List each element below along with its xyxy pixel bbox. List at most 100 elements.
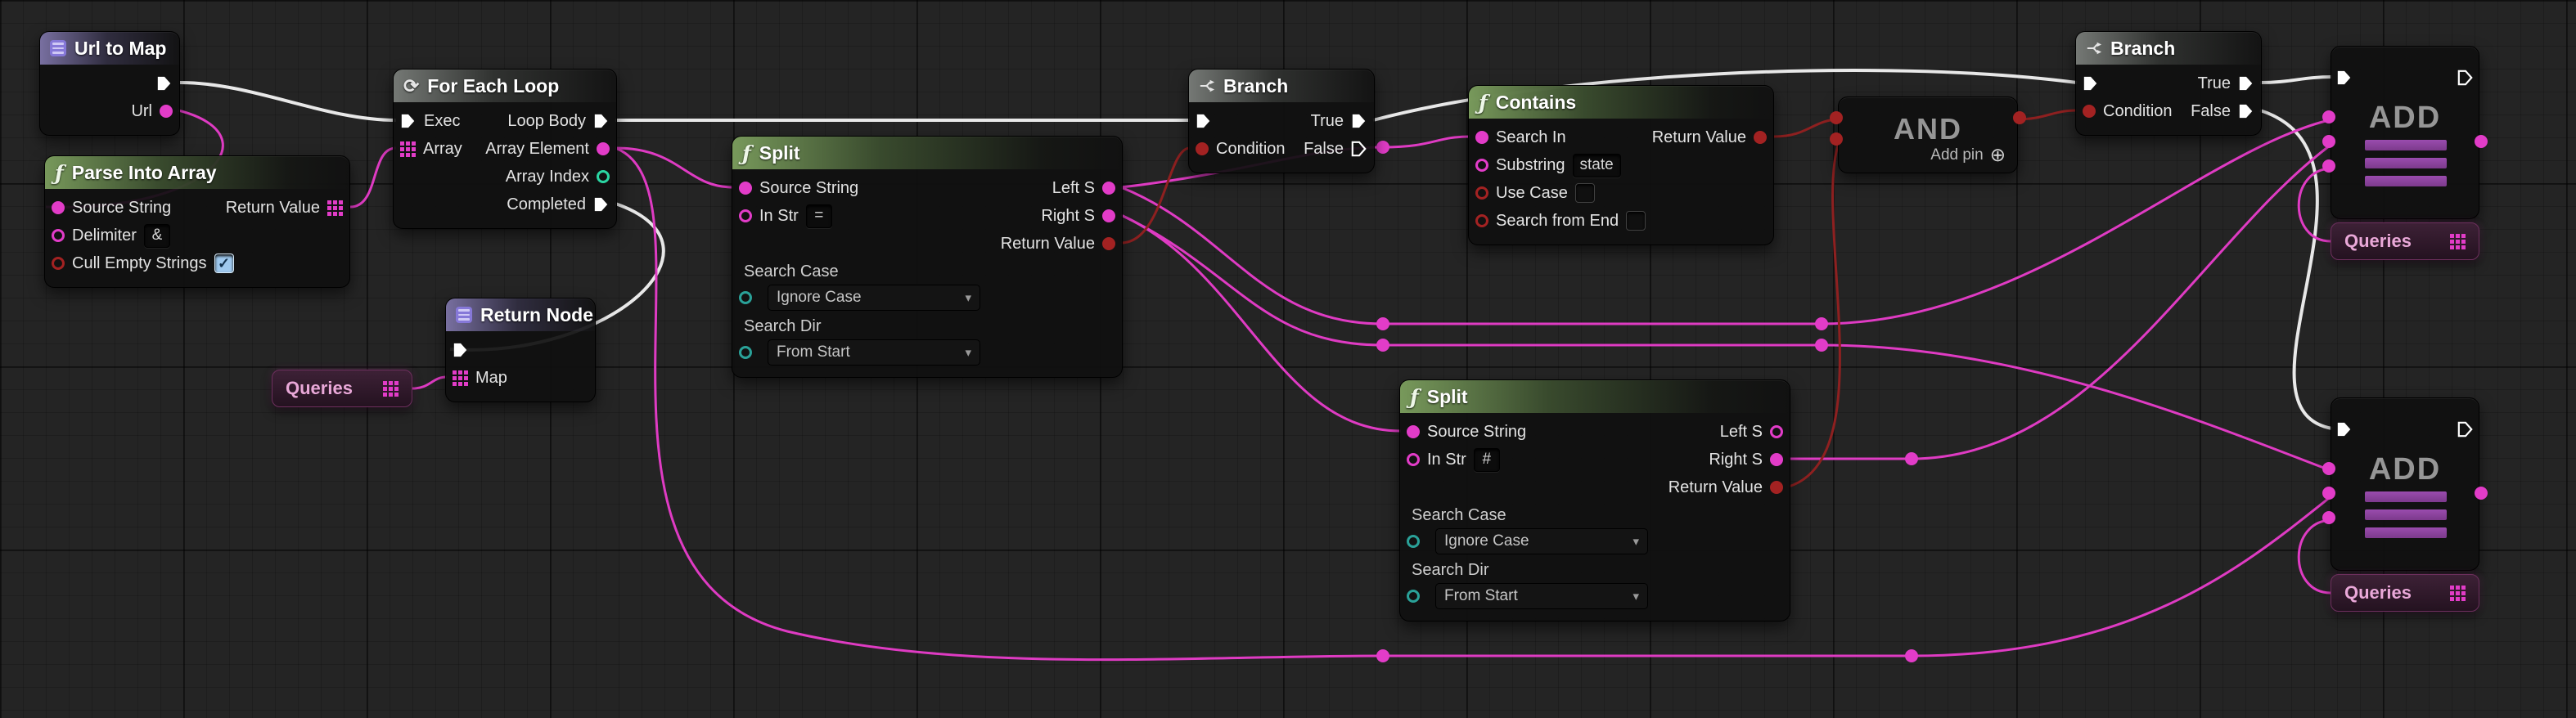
return-value-output-pin[interactable] <box>1770 481 1783 494</box>
and-output-pin[interactable] <box>2013 111 2026 124</box>
node-branch-1[interactable]: Branch True Condition False <box>1188 69 1375 173</box>
node-contains[interactable]: ƒ Contains Search In Return Value Substr… <box>1468 85 1774 245</box>
node-and[interactable]: AND Add pin ⊕ <box>1830 96 2026 173</box>
exec-in-pin[interactable] <box>400 113 417 129</box>
in-str-value-field[interactable]: # <box>1473 447 1500 472</box>
delimiter-input-pin[interactable] <box>52 229 65 242</box>
node-queries-variable[interactable]: Queries <box>272 370 412 407</box>
exec-out-pin[interactable] <box>593 113 610 129</box>
node-header[interactable]: ⟳ For Each Loop <box>394 70 616 102</box>
exec-in-pin[interactable] <box>2336 70 2353 86</box>
source-string-input-pin[interactable] <box>739 182 752 195</box>
search-case-input-pin[interactable] <box>739 291 752 304</box>
node-split-1[interactable]: ƒ Split Source String Left S In Str = Ri… <box>732 136 1123 378</box>
in-str-value-field[interactable]: = <box>805 204 832 228</box>
map-input-pin[interactable] <box>453 370 468 386</box>
true-exec-out-pin[interactable] <box>2238 75 2254 92</box>
search-dir-input-pin[interactable] <box>1407 590 1420 603</box>
return-value-output-pin[interactable] <box>1102 237 1115 250</box>
node-for-each-loop[interactable]: ⟳ For Each Loop Exec Loop Body Array Arr… <box>393 69 617 229</box>
search-case-dropdown[interactable]: Ignore Case ▾ <box>1435 528 1648 554</box>
reroute-node[interactable] <box>1815 339 1828 352</box>
search-case-input-pin[interactable] <box>1407 535 1420 548</box>
map-output-pin[interactable] <box>2450 233 2466 249</box>
value-input-pin[interactable] <box>2322 487 2335 500</box>
and-input-pin-a[interactable] <box>1830 111 1843 124</box>
node-return[interactable]: Return Node Map <box>445 298 596 402</box>
key-input-pin[interactable] <box>2322 110 2335 123</box>
cull-empty-strings-input-pin[interactable] <box>52 257 65 270</box>
false-exec-out-pin[interactable] <box>1351 141 1367 157</box>
node-header[interactable]: ƒ Parse Into Array <box>45 156 349 189</box>
exec-out-pin[interactable] <box>156 75 173 92</box>
node-add-1[interactable]: ADD <box>2322 46 2488 219</box>
substring-value-field[interactable]: state <box>1572 153 1621 177</box>
url-output-pin[interactable] <box>160 105 173 118</box>
left-s-output-pin[interactable] <box>1102 182 1115 195</box>
node-header[interactable]: ƒ Contains <box>1469 86 1773 119</box>
reroute-node[interactable] <box>1815 317 1828 330</box>
node-header[interactable]: ƒ Split <box>1400 380 1790 413</box>
search-dir-dropdown[interactable]: From Start ▾ <box>768 339 980 366</box>
delimiter-value-field[interactable]: & <box>143 223 170 248</box>
array-input-pin[interactable] <box>400 141 416 157</box>
node-branch-2[interactable]: Branch True Condition False <box>2075 31 2262 136</box>
array-index-output-pin[interactable] <box>597 170 610 183</box>
node-header[interactable]: Branch <box>2076 32 2261 65</box>
result-output-pin[interactable] <box>2475 487 2488 500</box>
node-header[interactable]: Branch <box>1189 70 1374 102</box>
source-string-input-pin[interactable] <box>52 201 65 214</box>
node-queries-variable[interactable]: Queries <box>2331 574 2479 612</box>
reroute-node[interactable] <box>1376 141 1389 154</box>
exec-in-pin[interactable] <box>453 342 469 358</box>
node-add-2[interactable]: ADD <box>2322 397 2488 571</box>
array-element-output-pin[interactable] <box>597 142 610 155</box>
return-value-output-pin[interactable] <box>1754 131 1767 144</box>
cull-empty-strings-checkbox[interactable]: ✓ <box>214 254 234 273</box>
substring-input-pin[interactable] <box>1475 159 1488 172</box>
search-from-end-input-pin[interactable] <box>1475 214 1488 227</box>
true-exec-out-pin[interactable] <box>1351 113 1367 129</box>
reroute-node[interactable] <box>1376 317 1389 330</box>
value-input-pin[interactable] <box>2322 135 2335 148</box>
condition-input-pin[interactable] <box>2083 105 2096 118</box>
node-parse-into-array[interactable]: ƒ Parse Into Array Source String Return … <box>44 155 350 288</box>
false-exec-out-pin[interactable] <box>2238 103 2254 119</box>
exec-in-pin[interactable] <box>2083 75 2099 92</box>
use-case-input-pin[interactable] <box>1475 186 1488 200</box>
map-output-pin[interactable] <box>2450 585 2466 601</box>
reroute-node[interactable] <box>1376 339 1389 352</box>
completed-exec-out-pin[interactable] <box>593 196 610 213</box>
node-split-2[interactable]: ƒ Split Source String Left S In Str # Ri… <box>1399 379 1790 622</box>
and-input-pin-b[interactable] <box>1830 132 1843 146</box>
array-output-pin[interactable] <box>327 200 343 216</box>
in-str-input-pin[interactable] <box>1407 453 1420 466</box>
search-in-input-pin[interactable] <box>1475 131 1488 144</box>
search-dir-dropdown[interactable]: From Start ▾ <box>1435 583 1648 609</box>
condition-input-pin[interactable] <box>1196 142 1209 155</box>
result-output-pin[interactable] <box>2475 135 2488 148</box>
add-pin-button[interactable]: Add pin ⊕ <box>1930 144 2006 166</box>
map-output-pin[interactable] <box>383 380 399 397</box>
source-string-input-pin[interactable] <box>1407 425 1420 438</box>
left-s-output-pin[interactable] <box>1770 425 1783 438</box>
node-header[interactable]: Return Node <box>446 298 595 331</box>
target-map-input-pin[interactable] <box>2322 159 2335 173</box>
node-header[interactable]: ƒ Split <box>732 137 1122 169</box>
node-header[interactable]: Url to Map <box>40 32 179 65</box>
target-map-input-pin[interactable] <box>2322 511 2335 524</box>
exec-out-pin[interactable] <box>2457 70 2474 86</box>
reroute-node[interactable] <box>1376 649 1389 662</box>
search-dir-input-pin[interactable] <box>739 346 752 359</box>
node-queries-variable[interactable]: Queries <box>2331 222 2479 260</box>
right-s-output-pin[interactable] <box>1770 453 1783 466</box>
reroute-node[interactable] <box>1905 649 1918 662</box>
search-from-end-checkbox[interactable] <box>1626 211 1646 231</box>
reroute-node[interactable] <box>1905 452 1918 465</box>
exec-in-pin[interactable] <box>2336 421 2353 438</box>
use-case-checkbox[interactable] <box>1574 183 1595 203</box>
key-input-pin[interactable] <box>2322 462 2335 475</box>
right-s-output-pin[interactable] <box>1102 209 1115 222</box>
node-url-to-map[interactable]: Url to Map Url <box>39 31 180 136</box>
